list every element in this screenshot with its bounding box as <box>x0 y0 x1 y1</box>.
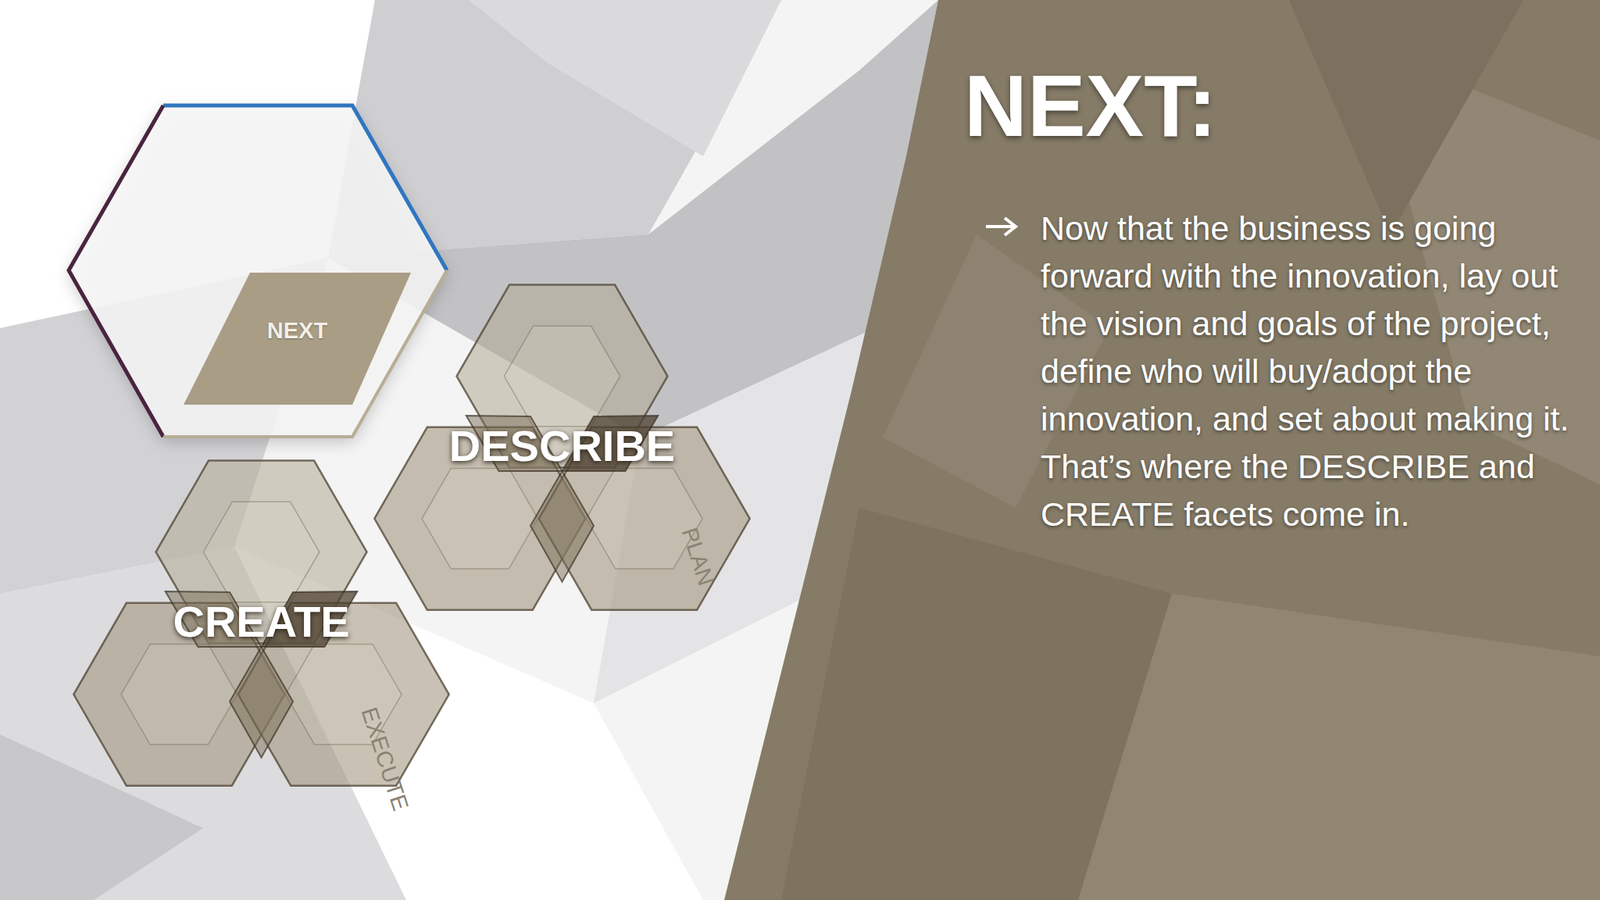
step-tile: NEXT <box>183 272 411 405</box>
hexagon-edge <box>163 105 447 271</box>
diamond-facet <box>530 471 594 583</box>
hexagon-frame <box>68 105 447 437</box>
hexagon-edge <box>68 105 164 437</box>
panel-facet <box>1289 0 1524 235</box>
node-label: NEXT <box>183 264 411 397</box>
inner-facet <box>421 467 539 569</box>
node-label: CREATE <box>73 456 450 787</box>
facet-cluster: CREATE <box>73 459 450 790</box>
hexagon-edge <box>163 270 447 437</box>
inner-facet <box>203 501 320 603</box>
facet <box>468 0 782 157</box>
text-panel <box>724 0 1600 900</box>
panel-facet <box>1078 593 1600 900</box>
inner-facet <box>121 643 238 745</box>
bullet-text: Now that the business is going forward w… <box>1040 204 1572 539</box>
bullet-arrow <box>985 217 1016 236</box>
inner-facet <box>503 325 621 427</box>
slide-title: NEXT: <box>964 62 1218 150</box>
diamond-facet <box>229 646 293 758</box>
